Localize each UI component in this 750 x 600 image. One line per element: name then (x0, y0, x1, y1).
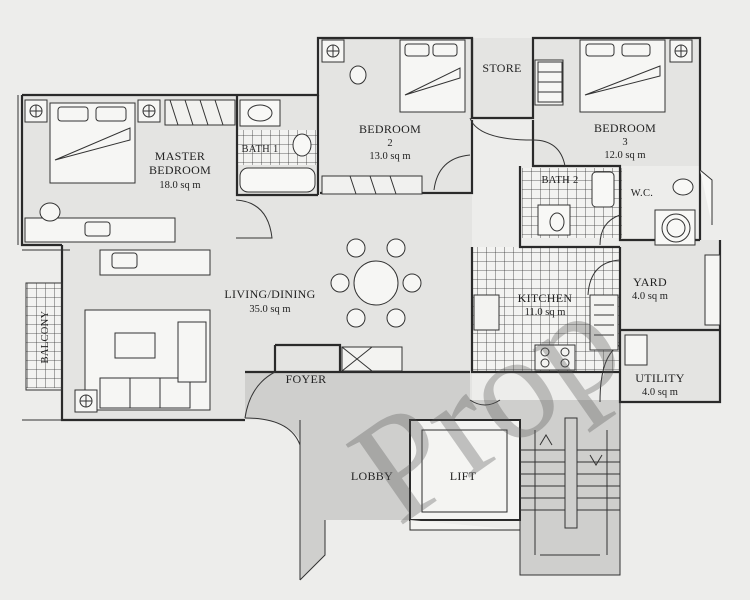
bedroom3-area: 12.0 sq m (604, 150, 645, 161)
wc-label: W.C. (631, 188, 653, 199)
stairwell (520, 417, 620, 555)
bath2-fixtures (537, 169, 713, 246)
master-bed (24, 99, 176, 243)
lift-label: LIFT (450, 469, 477, 483)
yard-area: 4.0 sq m (632, 291, 668, 302)
bedroom3-label: BEDROOM (594, 121, 656, 135)
interior-lines (17, 95, 621, 581)
kitchen-area: 11.0 sq m (525, 307, 566, 318)
utility-label: UTILITY (635, 371, 684, 385)
kitchen-label: KITCHEN (518, 291, 573, 305)
master-label-line1: MASTER (155, 149, 205, 163)
bedroom3-number: 3 (622, 137, 627, 148)
store-shelves (537, 61, 563, 103)
door-swings (235, 117, 621, 419)
bath1-label: BATH 1 (241, 144, 278, 155)
sofa-set (74, 249, 211, 413)
bedroom2-number: 2 (387, 138, 392, 149)
bedroom2-furniture (321, 39, 466, 113)
bath1-fixtures (239, 99, 316, 193)
utility-area: 4.0 sq m (642, 387, 678, 398)
bedroom2-area: 13.0 sq m (369, 151, 410, 162)
room-labels: STORE BEDROOM 2 13.0 sq m BEDROOM 3 12.0… (40, 61, 684, 483)
master-area: 18.0 sq m (159, 180, 200, 191)
living-area: 35.0 sq m (249, 304, 290, 315)
store-label: STORE (482, 61, 521, 75)
lobby-label: LOBBY (351, 469, 393, 483)
bath2-label: BATH 2 (541, 175, 578, 186)
kitchen-counter (473, 294, 619, 371)
master-label-line2: BEDROOM (149, 163, 211, 177)
bedroom3-furniture (579, 39, 693, 113)
lift-shaft (409, 419, 521, 531)
foyer-cabinet (341, 346, 403, 372)
dining-set (330, 238, 422, 328)
bedroom2-label: BEDROOM (359, 122, 421, 136)
balcony-label: BALCONY (40, 310, 51, 363)
yard-fixtures (624, 254, 721, 366)
foyer-label: FOYER (286, 372, 327, 386)
yard-label: YARD (633, 275, 667, 289)
living-label: LIVING/DINING (224, 287, 315, 301)
balcony-floor-tiles (26, 283, 62, 388)
